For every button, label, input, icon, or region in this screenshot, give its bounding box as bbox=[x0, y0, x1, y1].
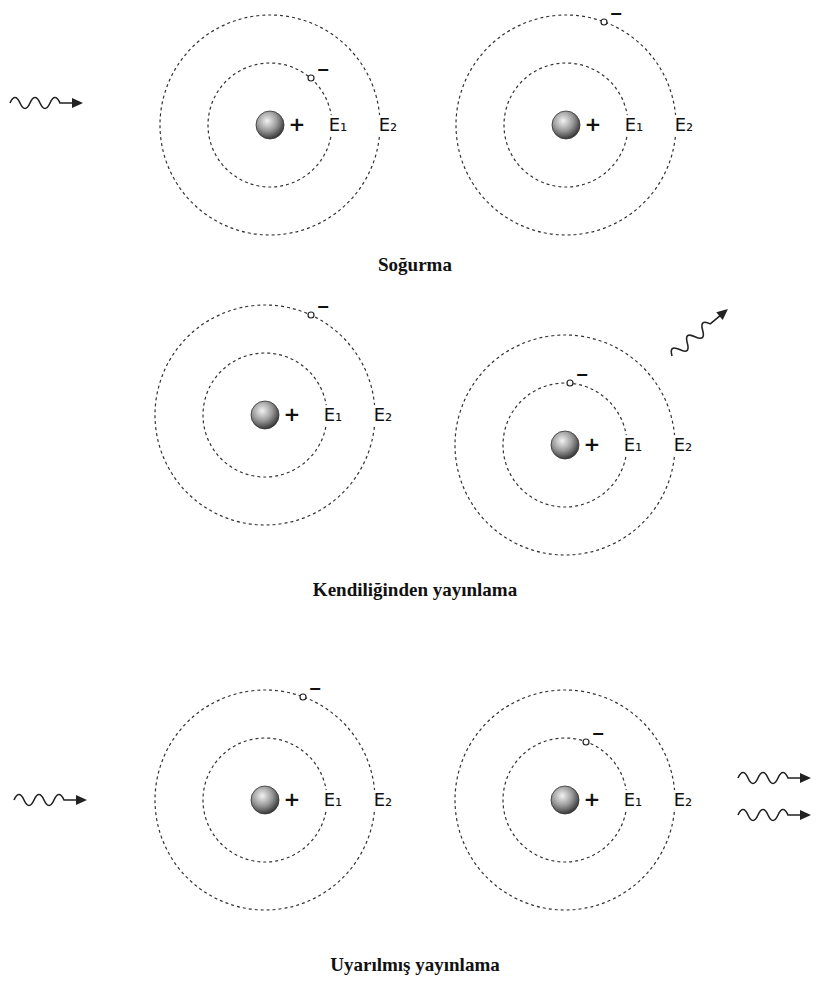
energy-level-label: E₂ bbox=[377, 115, 400, 135]
electron bbox=[583, 739, 589, 745]
photon bbox=[668, 305, 731, 360]
energy-level-label: E₁ bbox=[622, 435, 645, 455]
atom bbox=[155, 305, 375, 525]
electron bbox=[567, 380, 573, 386]
energy-level-label: E₁ bbox=[322, 405, 345, 425]
charge-sign: − bbox=[575, 366, 588, 384]
charge-sign: + bbox=[585, 113, 602, 135]
charge-sign: + bbox=[584, 433, 601, 455]
caption: Uyarılmış yayınlama bbox=[330, 955, 499, 976]
photon bbox=[14, 795, 87, 806]
atom bbox=[160, 15, 380, 235]
atom bbox=[155, 690, 375, 910]
energy-level-label: E₂ bbox=[372, 405, 395, 425]
electron bbox=[601, 19, 607, 25]
charge-sign: − bbox=[308, 680, 321, 698]
atom bbox=[455, 690, 675, 910]
charge-sign: − bbox=[316, 61, 329, 79]
electron bbox=[308, 312, 314, 318]
electron bbox=[300, 694, 306, 700]
caption: Kendiliğinden yayınlama bbox=[313, 580, 517, 601]
energy-level-label: E₁ bbox=[327, 115, 350, 135]
atom bbox=[456, 15, 676, 235]
caption: Soğurma bbox=[378, 255, 452, 276]
charge-sign: + bbox=[289, 113, 306, 135]
energy-level-label: E₂ bbox=[673, 115, 696, 135]
charge-sign: + bbox=[284, 788, 301, 810]
energy-level-label: E₂ bbox=[372, 790, 395, 810]
photon bbox=[738, 773, 811, 784]
photon bbox=[10, 98, 83, 109]
charge-sign: − bbox=[591, 725, 604, 743]
energy-level-label: E₂ bbox=[672, 790, 695, 810]
charge-sign: − bbox=[609, 5, 622, 23]
energy-level-label: E₁ bbox=[623, 115, 646, 135]
energy-level-label: E₁ bbox=[622, 790, 645, 810]
energy-level-label: E₂ bbox=[672, 435, 695, 455]
charge-sign: − bbox=[316, 298, 329, 316]
charge-sign: + bbox=[584, 788, 601, 810]
charge-sign: + bbox=[284, 403, 301, 425]
electron bbox=[308, 75, 314, 81]
atom bbox=[455, 335, 675, 555]
photon bbox=[738, 810, 811, 821]
energy-level-label: E₁ bbox=[322, 790, 345, 810]
